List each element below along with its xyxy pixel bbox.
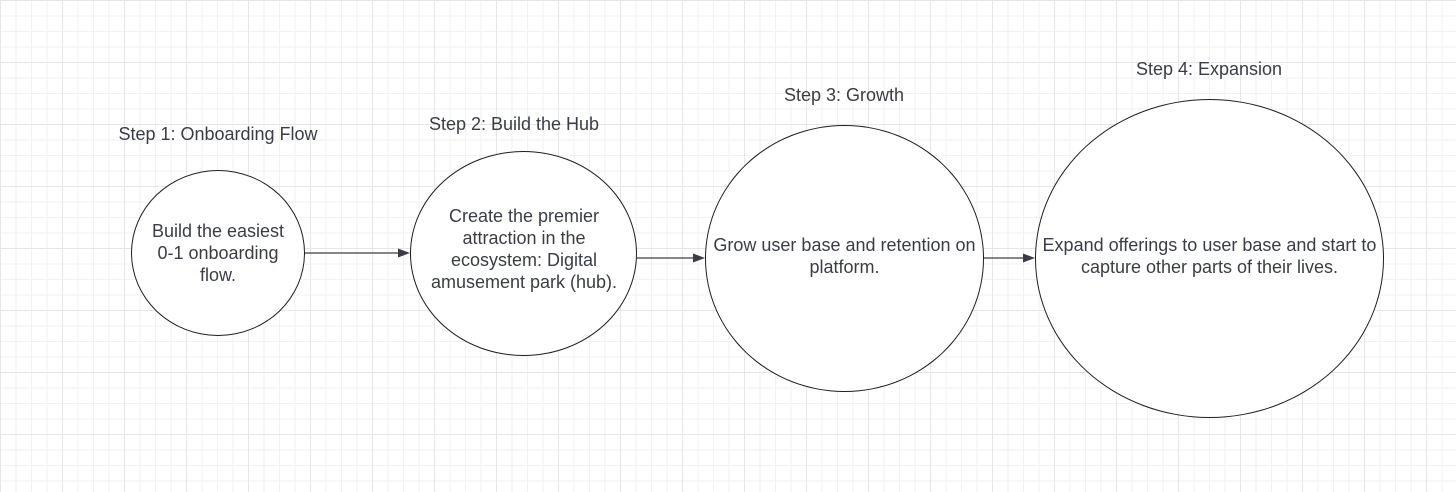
step-4-description: Expand offerings to user base and start …: [1042, 235, 1377, 277]
arrowhead-2-to-3: [693, 253, 705, 263]
step-4-title: Step 4: Expansion: [1135, 59, 1283, 79]
step-2-node[interactable]: [410, 151, 637, 356]
step-3-description: Grow user base and retention on platform…: [713, 235, 976, 277]
step-2-title: Step 2: Build the Hub: [428, 114, 600, 134]
step-1-description: Build the easiest 0-1 onboarding flow.: [151, 221, 285, 285]
step-4-node[interactable]: [1035, 99, 1384, 418]
step-2-description: Create the premier attraction in the eco…: [430, 206, 618, 292]
arrowhead-3-to-4: [1023, 253, 1035, 263]
arrowhead-1-to-2: [398, 248, 410, 258]
step-1-title: Step 1: Onboarding Flow: [118, 124, 318, 144]
step-3-title: Step 3: Growth: [783, 85, 905, 105]
step-1-node[interactable]: [131, 170, 305, 336]
step-3-node[interactable]: [705, 125, 984, 392]
